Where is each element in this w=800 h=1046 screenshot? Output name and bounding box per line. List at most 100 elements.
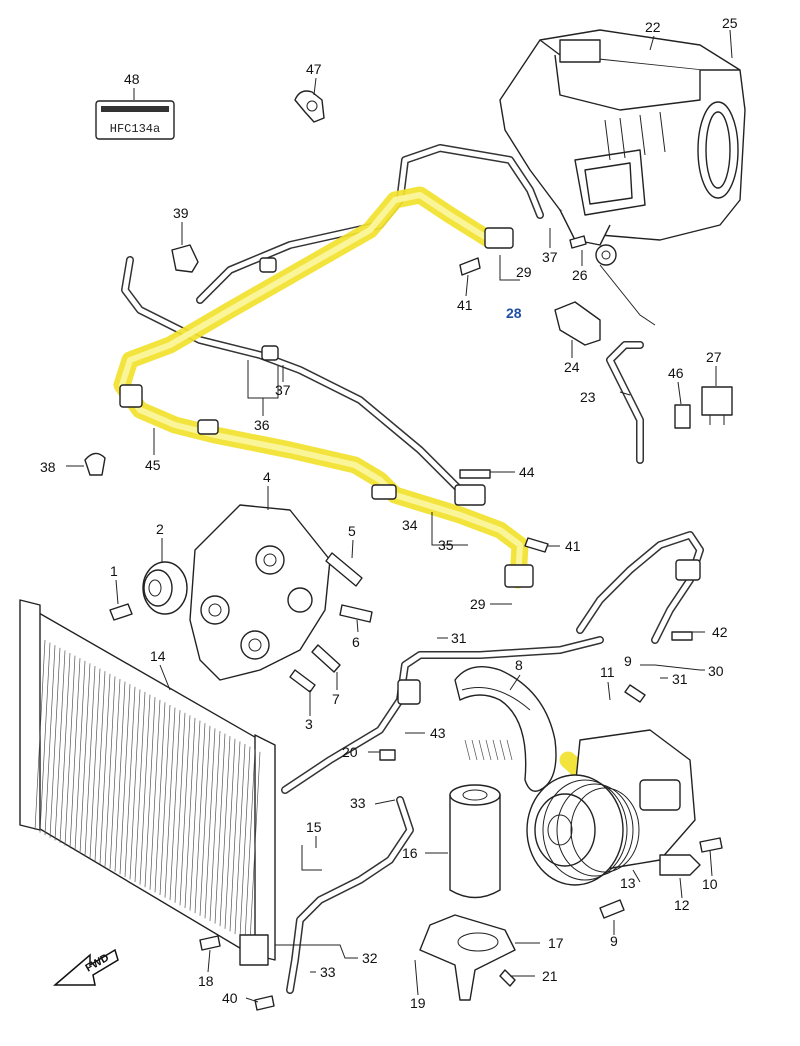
clip-39 — [171, 244, 199, 273]
condenser-fin-line — [34, 639, 46, 831]
callout-39: 39 — [173, 205, 189, 221]
callout-43: 43 — [430, 725, 446, 741]
condenser-fin-line — [219, 736, 231, 927]
leader-lines — [66, 29, 733, 1003]
callout-44: 44 — [519, 464, 535, 480]
condenser-fin-line — [104, 676, 116, 867]
callout-18: 18 — [198, 973, 214, 989]
condenser-fin-line — [224, 738, 236, 929]
condenser-fin-line — [184, 717, 196, 909]
callout-11: 11 — [600, 664, 615, 680]
callout-8: 8 — [515, 657, 523, 673]
condenser-fin-line — [119, 684, 131, 875]
callout-29-mid: 29 — [470, 596, 486, 612]
condenser-fin-line — [124, 686, 136, 877]
condenser-fin-line — [39, 642, 51, 833]
condenser-fin-line — [84, 665, 96, 857]
callout-46: 46 — [668, 365, 684, 381]
condenser-fin-line — [154, 702, 166, 893]
condenser-fin-line — [129, 689, 141, 880]
grommet-26 — [595, 244, 617, 266]
condenser-fin-line — [204, 728, 216, 919]
bracket-24 — [554, 301, 601, 346]
condenser-fin-line — [179, 715, 191, 906]
callout-17: 17 — [548, 935, 564, 951]
callout-7: 7 — [332, 691, 340, 707]
relay-27 — [701, 386, 733, 425]
receiver-bracket — [419, 914, 516, 1001]
callout-23: 23 — [580, 389, 596, 405]
callout-22: 22 — [645, 19, 661, 35]
condenser-fin-line — [134, 691, 146, 883]
callout-19: 19 — [410, 995, 426, 1011]
callout-31-right: 31 — [672, 671, 688, 687]
clip-47 — [294, 90, 325, 123]
callout-42: 42 — [712, 624, 728, 640]
condenser-fins — [34, 639, 261, 942]
condenser-fin-line — [239, 746, 251, 937]
condenser-fin-line — [79, 663, 91, 854]
condenser-fin-line — [94, 671, 106, 862]
compressor — [526, 729, 696, 886]
pipe-fittings — [119, 227, 701, 705]
callout-30: 30 — [708, 663, 724, 679]
callout-26: 26 — [572, 267, 588, 283]
callout-21: 21 — [542, 968, 558, 984]
callout-13: 13 — [620, 875, 636, 891]
callout-9-top: 9 — [624, 653, 632, 669]
callout-32: 32 — [362, 950, 378, 966]
condenser-fin-line — [249, 751, 261, 942]
condenser-fin-line — [244, 749, 256, 940]
callout-20: 20 — [342, 744, 358, 760]
condenser-fin-line — [144, 697, 156, 888]
callout-41-top: 41 — [457, 297, 473, 313]
pressure-switch — [659, 854, 701, 876]
callout-48: 48 — [124, 71, 140, 87]
callout-6: 6 — [352, 634, 360, 650]
condenser-fin-line — [199, 725, 211, 916]
condenser-fin-line — [209, 730, 221, 922]
fwd-arrow: FWD — [52, 948, 119, 986]
condenser-fin-line — [174, 712, 186, 903]
callout-15: 15 — [306, 819, 322, 835]
callout-28: 28 — [506, 305, 522, 321]
callout-16: 16 — [402, 845, 418, 861]
fuse-46 — [674, 404, 691, 429]
condenser-fin-line — [164, 707, 176, 898]
refrigerant-label-plate: HFC134a — [95, 100, 175, 140]
condenser-fin-line — [49, 647, 61, 838]
callout-37-mid: 37 — [275, 382, 291, 398]
condenser — [19, 599, 276, 966]
callout-33-top: 33 — [350, 795, 366, 811]
condenser-fin-line — [229, 741, 241, 932]
callout-10: 10 — [702, 876, 718, 892]
callout-31-left: 31 — [451, 630, 467, 646]
belt-ribs — [464, 739, 513, 761]
callout-2: 2 — [156, 521, 164, 537]
callout-3: 3 — [305, 716, 313, 732]
callout-14: 14 — [150, 648, 166, 664]
idler-pulley — [142, 561, 188, 615]
condenser-fin-line — [59, 652, 71, 844]
compressor-pulley-grooves — [542, 779, 640, 881]
callout-40: 40 — [222, 990, 238, 1006]
condenser-fin-line — [114, 681, 126, 872]
callout-45: 45 — [145, 457, 161, 473]
condenser-fin-line — [214, 733, 226, 924]
callout-numbers: 22 25 48 47 39 37 29 28 26 41 24 23 46 2… — [40, 15, 738, 1011]
callout-24: 24 — [564, 359, 580, 375]
condenser-fin-line — [74, 660, 86, 851]
drive-belt — [454, 666, 557, 792]
callout-38: 38 — [40, 459, 56, 475]
callout-36: 36 — [254, 417, 270, 433]
callout-35: 35 — [438, 537, 454, 553]
condenser-fin-line — [64, 655, 76, 846]
callout-27: 27 — [706, 349, 722, 365]
receiver-drier — [449, 784, 501, 899]
condenser-fin-line — [54, 650, 66, 841]
refrigerant-label-text: HFC134a — [110, 122, 160, 136]
condenser-fin-line — [89, 668, 101, 859]
callout-47: 47 — [306, 61, 322, 77]
callout-12: 12 — [674, 897, 690, 913]
